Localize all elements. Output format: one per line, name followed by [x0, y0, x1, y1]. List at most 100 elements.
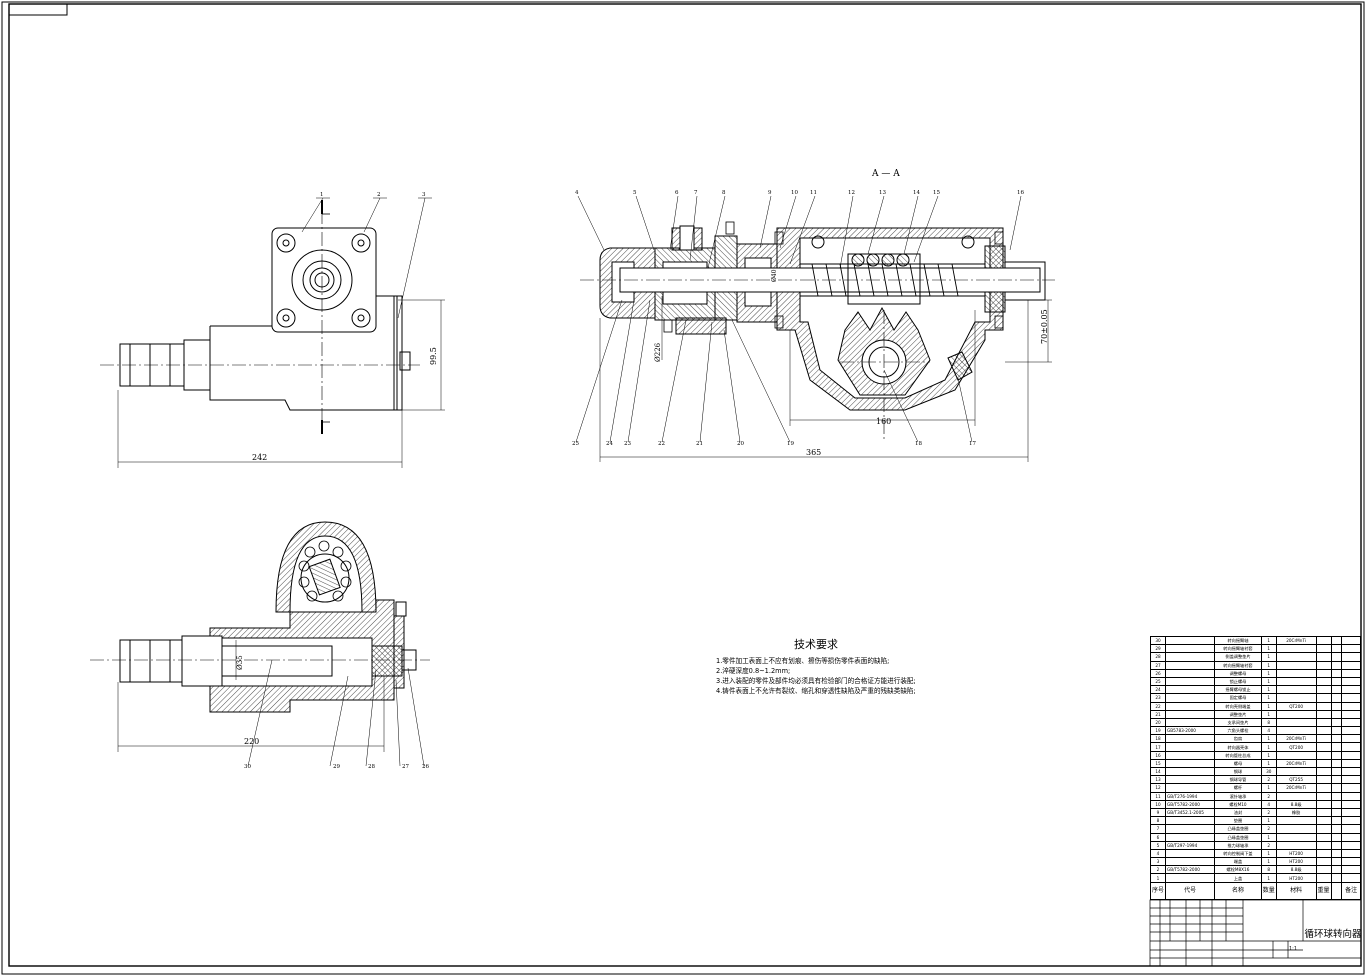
balloon-11: 11: [810, 190, 817, 196]
bom-cell-empty: [1330, 775, 1343, 785]
bom-cell-empty: [1330, 726, 1343, 736]
bom-cell-code: [1165, 758, 1216, 769]
bom-cell-qty: 30: [1260, 766, 1277, 777]
bom-cell-no: 6: [1149, 832, 1167, 842]
bom-cell-empty: [1315, 726, 1332, 736]
bom-cell-empty: [1330, 816, 1343, 826]
bom-header-material: 材料: [1275, 881, 1317, 900]
bom-cell-no: 28: [1149, 652, 1167, 662]
bom-cell-empty: [1341, 734, 1361, 744]
bom-cell-no: 15: [1149, 758, 1167, 769]
bom-cell-name: 螺杆: [1214, 783, 1262, 793]
bom-cell-material: 橡胶: [1275, 807, 1317, 818]
bom-cell-code: GB5783-2000: [1165, 726, 1216, 736]
bom-cell-qty: 1: [1260, 783, 1277, 793]
bom-cell-qty: 2: [1260, 791, 1277, 801]
drawing-scale: 1:1: [1289, 946, 1298, 952]
bom-cell-empty: [1341, 644, 1361, 654]
bom-cell-empty: [1330, 635, 1343, 646]
bom-cell-qty: 1: [1260, 742, 1277, 752]
bom-cell-empty: [1341, 758, 1361, 769]
balloon-5: 5: [633, 190, 637, 196]
bom-cell-name: 转向壳侧端盖: [1214, 701, 1262, 711]
bom-cell-qty: 1: [1260, 660, 1277, 670]
balloon-4: 4: [575, 190, 579, 196]
bom-cell-code: GB/T297-1994: [1165, 840, 1216, 850]
bom-cell-name: 调整螺母: [1214, 668, 1262, 678]
section-label: A — A: [871, 169, 900, 179]
bom-cell-no: 24: [1149, 685, 1167, 695]
bom-cell-qty: 1: [1260, 668, 1277, 678]
balloon-27: 27: [402, 764, 409, 770]
bom-header-code: 代号: [1165, 881, 1216, 900]
bom-cell-no: 29: [1149, 644, 1167, 654]
bom-header-blank: [1330, 881, 1343, 900]
bom-cell-name: 端盖: [1214, 857, 1262, 867]
bom-cell-empty: [1315, 701, 1332, 711]
top-left-balloons: 1 2 3: [320, 192, 426, 198]
bom-cell-empty: [1315, 660, 1332, 670]
bom-cell-empty: [1330, 734, 1343, 744]
bom-cell-empty: [1315, 676, 1332, 687]
bom-cell-empty: [1341, 717, 1361, 728]
bom-cell-qty: 2: [1260, 824, 1277, 834]
bom-cell-empty: [1341, 865, 1361, 875]
bom-cell-name: 支承间垫片: [1214, 717, 1262, 728]
top-left-view: [100, 197, 445, 468]
bom-cell-name: 锁止螺母: [1214, 676, 1262, 687]
bom-cell-qty: 1: [1260, 816, 1277, 826]
bom-cell-empty: [1315, 824, 1332, 834]
bom-cell-empty: [1315, 775, 1332, 785]
bom-cell-material: HT200: [1275, 873, 1317, 883]
bom-cell-material: QT200: [1275, 742, 1317, 752]
bom-cell-empty: [1330, 709, 1343, 719]
balloon-12: 12: [848, 190, 855, 196]
balloon-14: 14: [913, 190, 920, 196]
bom-cell-material: [1275, 750, 1317, 760]
bom-cell-empty: [1315, 816, 1332, 826]
dim-dia-226: Ø226: [654, 342, 662, 362]
bom-cell-code: [1165, 857, 1216, 867]
bom-cell-empty: [1330, 865, 1343, 875]
bom-cell-empty: [1330, 644, 1343, 654]
bom-cell-empty: [1315, 865, 1332, 875]
bom-cell-empty: [1315, 644, 1332, 654]
bom-cell-empty: [1315, 766, 1332, 777]
bom-cell-no: 11: [1149, 791, 1167, 801]
bom-cell-name: 凸缘盖垫圈: [1214, 824, 1262, 834]
bom-cell-empty: [1315, 758, 1332, 769]
dim-365: 365: [806, 448, 821, 457]
requirement-item: 4.铸件表面上不允许有裂纹、缩孔和穿透性缺陷及严重的残缺类缺陷;: [716, 687, 916, 695]
bom-cell-no: 9: [1149, 807, 1167, 818]
bom-cell-empty: [1341, 857, 1361, 867]
bom-cell-qty: 1: [1260, 701, 1277, 711]
dim-dia-40: Ø40: [771, 269, 778, 282]
bom-cell-no: 25: [1149, 676, 1167, 687]
bom-cell-name: 齿扇: [1214, 734, 1262, 744]
bom-cell-empty: [1315, 807, 1332, 818]
bom-cell-empty: [1341, 693, 1361, 703]
bom-cell-qty: 1: [1260, 635, 1277, 646]
bom-cell-code: [1165, 701, 1216, 711]
bom-cell-empty: [1315, 734, 1332, 744]
bom-cell-empty: [1330, 840, 1343, 850]
bom-cell-empty: [1341, 742, 1361, 752]
bom-cell-name: 钢球导管: [1214, 775, 1262, 785]
bom-cell-empty: [1315, 742, 1332, 752]
bom-cell-name: 滚针轴承: [1214, 791, 1262, 801]
bom-cell-no: 23: [1149, 693, 1167, 703]
